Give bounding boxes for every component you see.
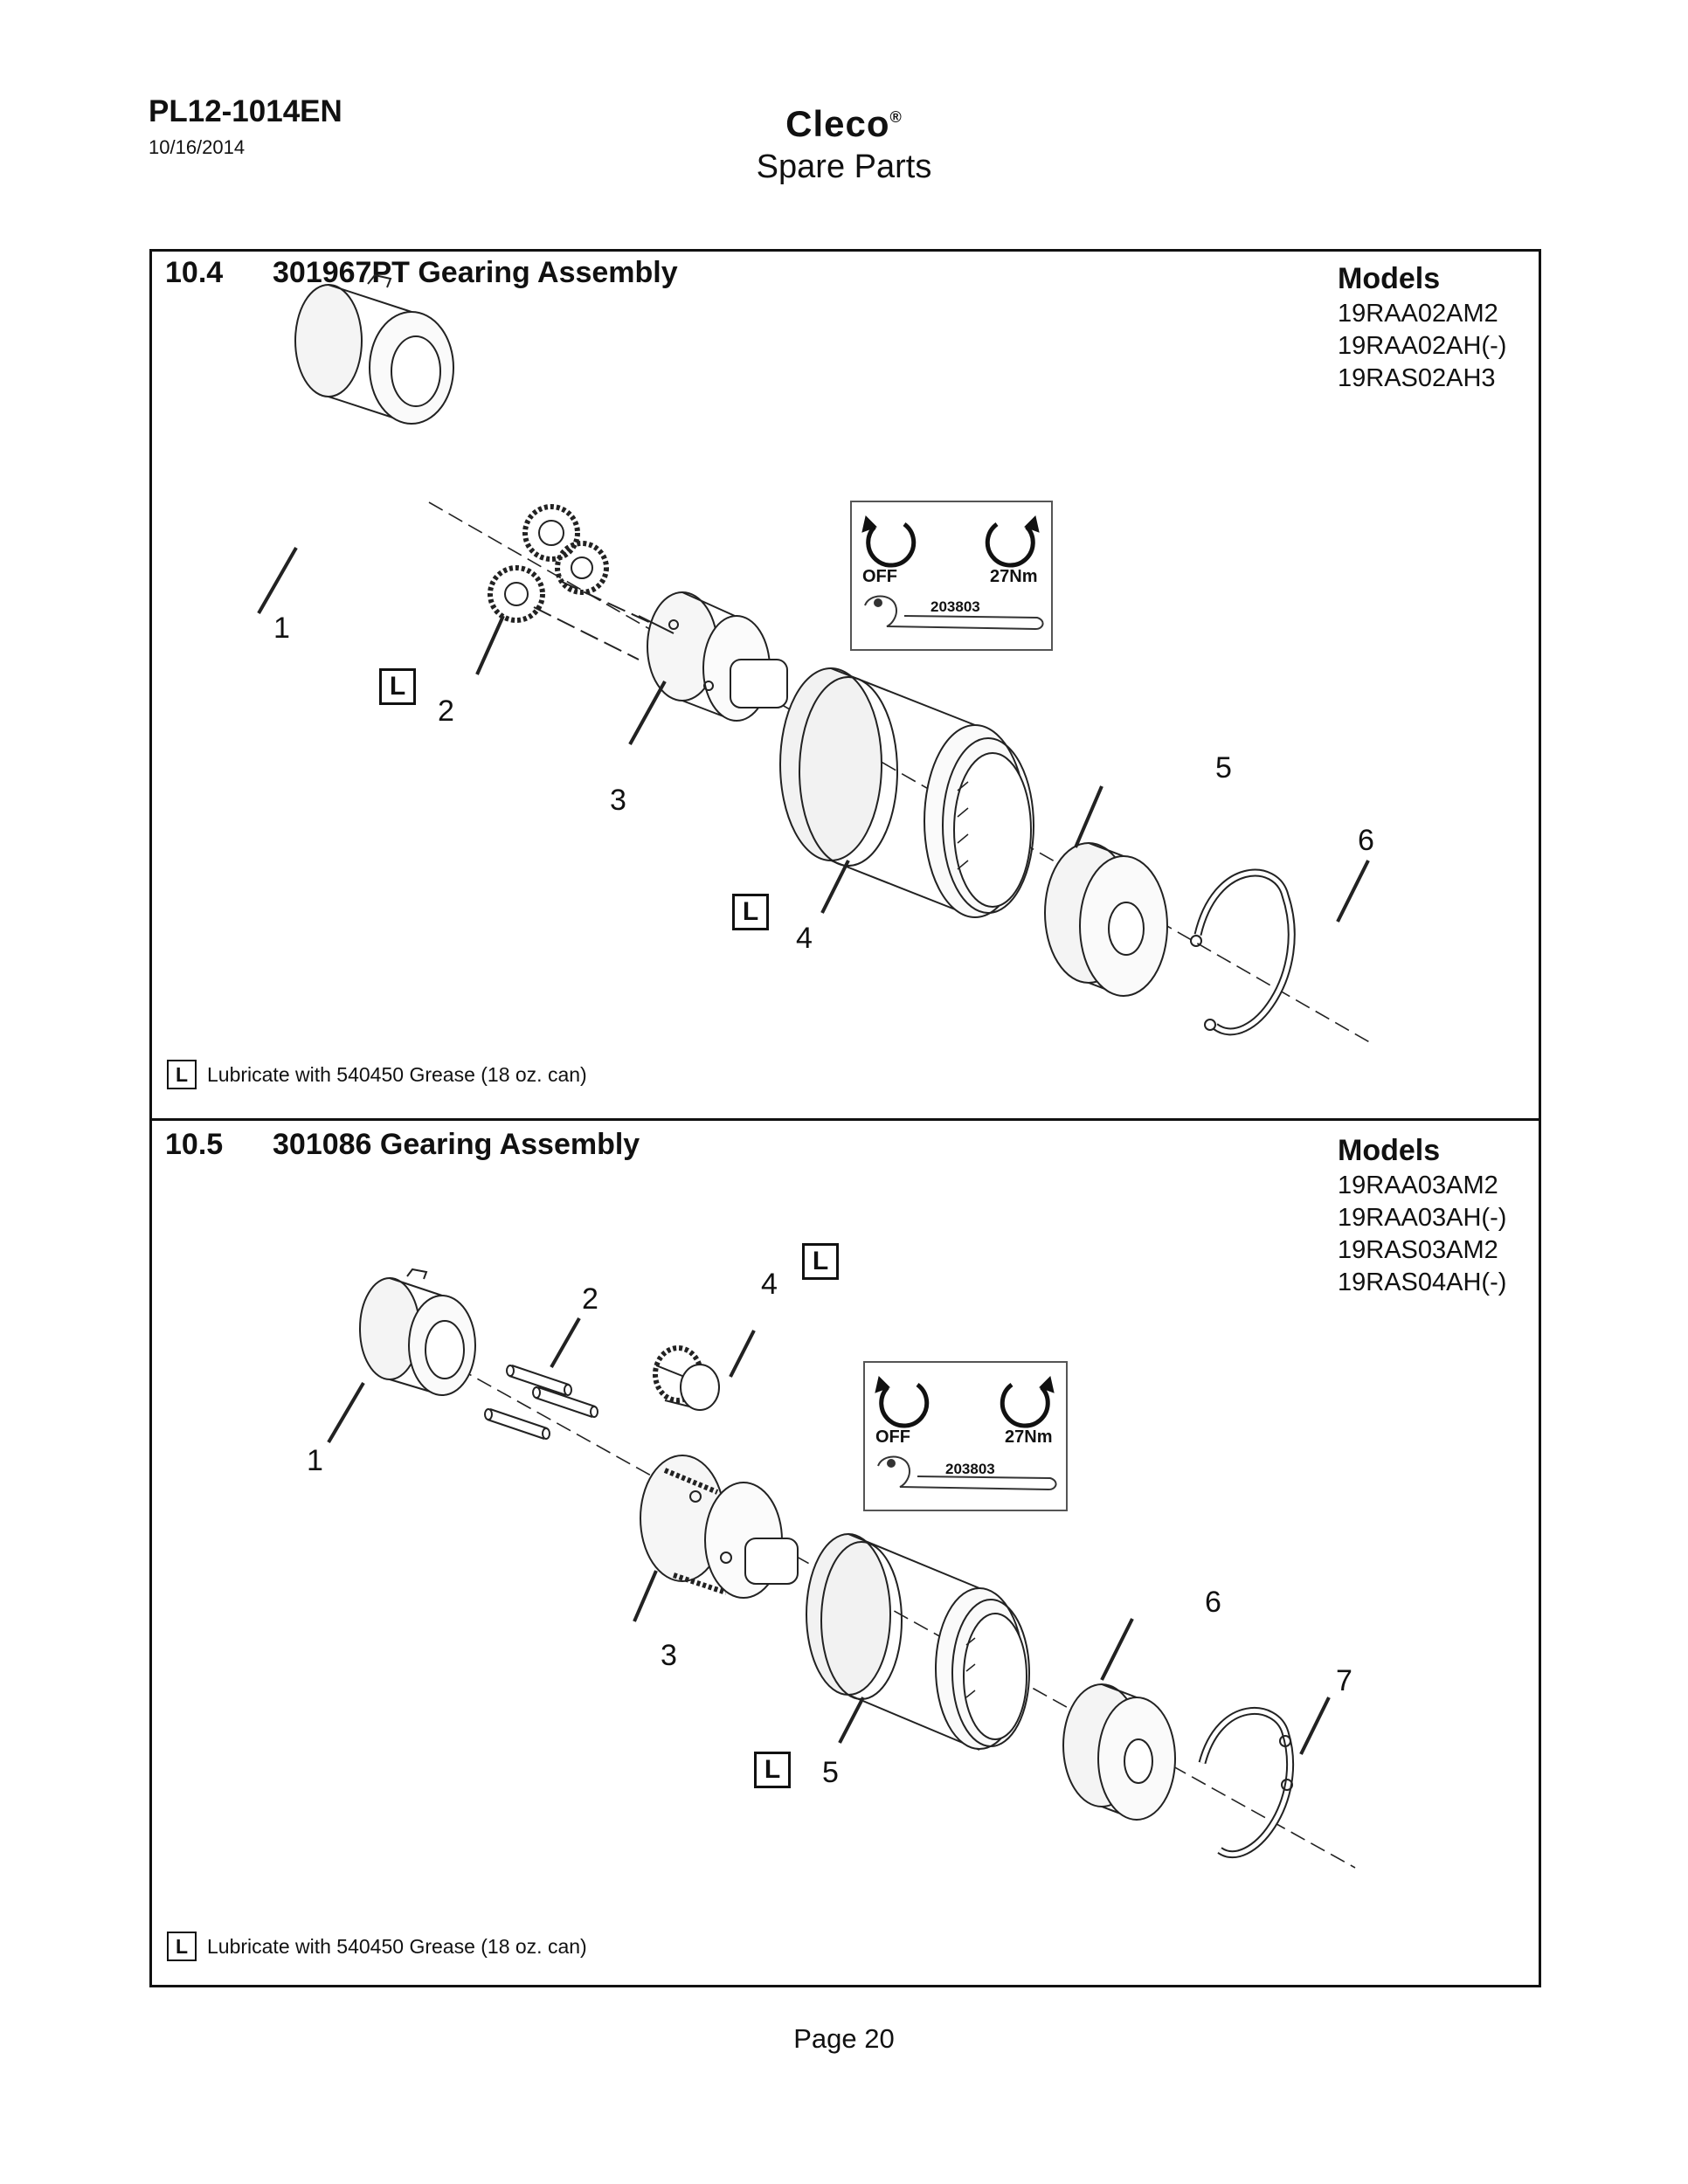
callout-number: 2 xyxy=(582,1282,598,1316)
document-id: PL12-1014EN xyxy=(149,94,342,128)
lubricate-marker: L xyxy=(802,1243,839,1280)
lubricate-marker: L xyxy=(732,894,769,930)
part-pins xyxy=(484,1365,598,1440)
lubrication-note-text: Lubricate with 540450 Grease (18 oz. can… xyxy=(207,1062,587,1086)
callout-number: 6 xyxy=(1358,824,1374,857)
torque-spec-panel: OFF 27Nm 203803 xyxy=(863,1361,1068,1511)
model-item: 19RAA03AH(-) xyxy=(1338,1204,1507,1232)
callout-number: 5 xyxy=(822,1756,839,1789)
lubricate-icon: L xyxy=(167,1060,197,1089)
section-number: 10.5 xyxy=(165,1128,224,1161)
spanner-wrench-icon xyxy=(877,1455,1057,1491)
models-heading: Models xyxy=(1338,262,1441,295)
model-item: 19RAS02AH3 xyxy=(1338,364,1496,392)
section-title: 301967PT Gearing Assembly xyxy=(273,256,678,289)
section-divider xyxy=(149,1118,1541,1121)
callout-number: 3 xyxy=(610,784,626,817)
part-retaining-ring xyxy=(1198,1706,1294,1859)
part-ring-gear xyxy=(779,667,1034,918)
lubrication-note: L Lubricate with 540450 Grease (18 oz. c… xyxy=(167,1932,587,1961)
lubrication-note: L Lubricate with 540450 Grease (18 oz. c… xyxy=(167,1060,587,1089)
section-10-4: 10.4 301967PT Gearing Assembly Models 19… xyxy=(149,249,1541,1118)
exploded-view-diagram xyxy=(327,1268,1356,1869)
part-planet-gears xyxy=(488,504,675,660)
lubricate-icon: L xyxy=(167,1932,197,1961)
callout-number: 4 xyxy=(796,922,813,955)
tighten-arrow-icon xyxy=(1000,1382,1050,1428)
model-item: 19RAS04AH(-) xyxy=(1338,1268,1507,1296)
torque-spec-panel: OFF 27Nm 203803 xyxy=(850,501,1053,651)
part-bearing xyxy=(1044,842,1168,997)
callout-number: 7 xyxy=(1336,1664,1352,1697)
callout-number: 6 xyxy=(1205,1586,1221,1619)
callout-number: 2 xyxy=(438,695,454,728)
tool-number: 203803 xyxy=(930,598,980,615)
lubricate-marker: L xyxy=(754,1752,791,1788)
callout-number: 5 xyxy=(1215,751,1232,784)
lubricate-marker: L xyxy=(379,668,416,705)
model-item: 19RAS03AM2 xyxy=(1338,1236,1498,1264)
part-sleeve xyxy=(359,1268,476,1396)
page-number: Page 20 xyxy=(793,2023,895,2054)
torque-off-label: OFF xyxy=(875,1427,910,1447)
brand-logo: Cleco® xyxy=(0,103,1688,145)
part-bearing xyxy=(1062,1683,1176,1821)
part-ring-gear xyxy=(806,1533,1030,1751)
part-carrier xyxy=(638,591,788,722)
exploded-view-diagram xyxy=(257,273,1373,1045)
section-number: 10.4 xyxy=(165,256,224,289)
part-pinion-gear xyxy=(653,1345,720,1411)
part-retaining-ring xyxy=(1190,868,1296,1036)
part-sleeve xyxy=(294,273,454,425)
callout-number: 1 xyxy=(273,612,290,645)
tool-number: 203803 xyxy=(945,1461,995,1477)
torque-off-label: OFF xyxy=(862,567,897,586)
document-date: 10/16/2014 xyxy=(149,136,246,158)
callout-number: 3 xyxy=(661,1639,677,1672)
callout-number: 4 xyxy=(761,1268,778,1301)
page-subtitle: Spare Parts xyxy=(756,149,932,185)
model-item: 19RAA02AM2 xyxy=(1338,300,1498,328)
brand-name: Cleco xyxy=(785,103,890,144)
callout-number: 1 xyxy=(307,1444,323,1477)
torque-value-label: 27Nm xyxy=(990,567,1038,586)
models-heading: Models xyxy=(1338,1134,1441,1167)
registered-mark: ® xyxy=(889,108,903,126)
section-title: 301086 Gearing Assembly xyxy=(273,1128,640,1161)
part-carrier xyxy=(640,1455,799,1599)
torque-value-label: 27Nm xyxy=(1005,1427,1053,1447)
section-10-5: 10.5 301086 Gearing Assembly Models 19RA… xyxy=(149,1121,1541,1986)
tighten-arrow-icon xyxy=(985,522,1035,568)
loosen-arrow-icon xyxy=(866,522,917,568)
spanner-wrench-icon xyxy=(864,595,1044,631)
model-item: 19RAA02AH(-) xyxy=(1338,332,1507,360)
loosen-arrow-icon xyxy=(879,1382,930,1428)
model-item: 19RAA03AM2 xyxy=(1338,1171,1498,1199)
lubrication-note-text: Lubricate with 540450 Grease (18 oz. can… xyxy=(207,1934,587,1958)
